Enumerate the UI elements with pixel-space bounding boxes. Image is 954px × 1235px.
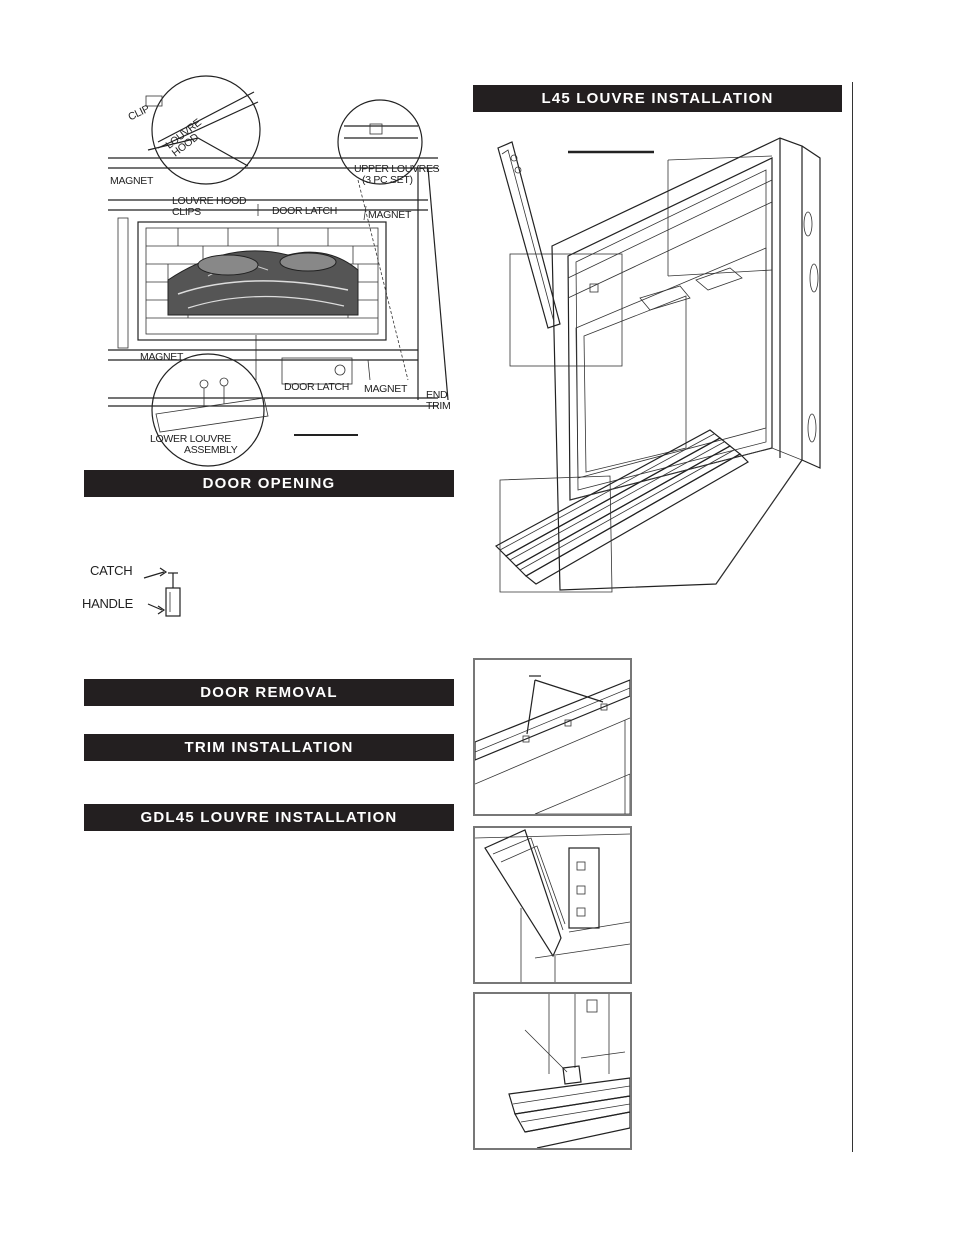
catch-handle-detail: CATCH HANDLE	[82, 560, 192, 622]
label-louvre-hood-clips-line1: LOUVRE HOOD	[172, 195, 247, 207]
label-handle: HANDLE	[82, 596, 133, 611]
label-catch: CATCH	[90, 563, 133, 578]
detail-lower-louvre-drawing	[508, 994, 630, 1148]
door-removal-heading: DOOR REMOVAL	[84, 679, 454, 706]
door-opening-heading: DOOR OPENING	[84, 470, 454, 497]
detail-upper-clips	[473, 658, 632, 816]
fireplace-louvre-figure: CLIP LOUVRE HOOD UPPER LOUVRES (3 PC SET…	[108, 75, 460, 467]
l45-louvre-figure	[490, 128, 840, 598]
label-upper-louvres-line1: UPPER LOUVRES	[354, 163, 440, 175]
detail-lower-louvre	[473, 992, 632, 1150]
label-end-trim-line2: TRIM	[426, 400, 451, 412]
label-upper-louvres: UPPER LOUVRES (3 PC SET)	[354, 163, 440, 186]
label-louvre-hood-clips: LOUVRE HOOD CLIPS	[172, 195, 247, 218]
column-divider	[852, 82, 853, 1152]
label-door-latch-bottom: DOOR LATCH	[284, 381, 350, 393]
label-end-trim: END TRIM	[426, 389, 451, 412]
label-magnet-bottom-right: MAGNET	[364, 383, 408, 395]
catch-handle-drawing	[143, 567, 181, 617]
label-door-latch-top: DOOR LATCH	[272, 205, 338, 217]
label-end-trim-line1: END	[426, 389, 448, 401]
label-magnet-top-left: MAGNET	[110, 175, 154, 187]
l45-louvre-installation-heading: L45 LOUVRE INSTALLATION	[473, 85, 842, 112]
trim-installation-heading: TRIM INSTALLATION	[84, 734, 454, 761]
label-lower-louvre-assembly-line2: ASSEMBLY	[184, 444, 238, 456]
detail-hinged-louvre	[473, 826, 632, 984]
label-lower-louvre-assembly: LOWER LOUVRE ASSEMBLY	[150, 433, 238, 456]
label-upper-louvres-line2: (3 PC SET)	[362, 174, 413, 186]
label-magnet-bottom-left: MAGNET	[140, 351, 184, 363]
label-louvre-hood-clips-line2: CLIPS	[172, 206, 201, 218]
l45-louvre-drawing	[495, 137, 821, 593]
label-lower-louvre-assembly-line1: LOWER LOUVRE	[150, 433, 231, 445]
label-magnet-top-right: MAGNET	[368, 209, 412, 221]
detail-upper-clips-drawing	[475, 675, 630, 814]
detail-hinged-louvre-drawing	[475, 829, 630, 982]
fireplace-drawing	[108, 75, 449, 467]
gdl45-louvre-installation-heading: GDL45 LOUVRE INSTALLATION	[84, 804, 454, 831]
